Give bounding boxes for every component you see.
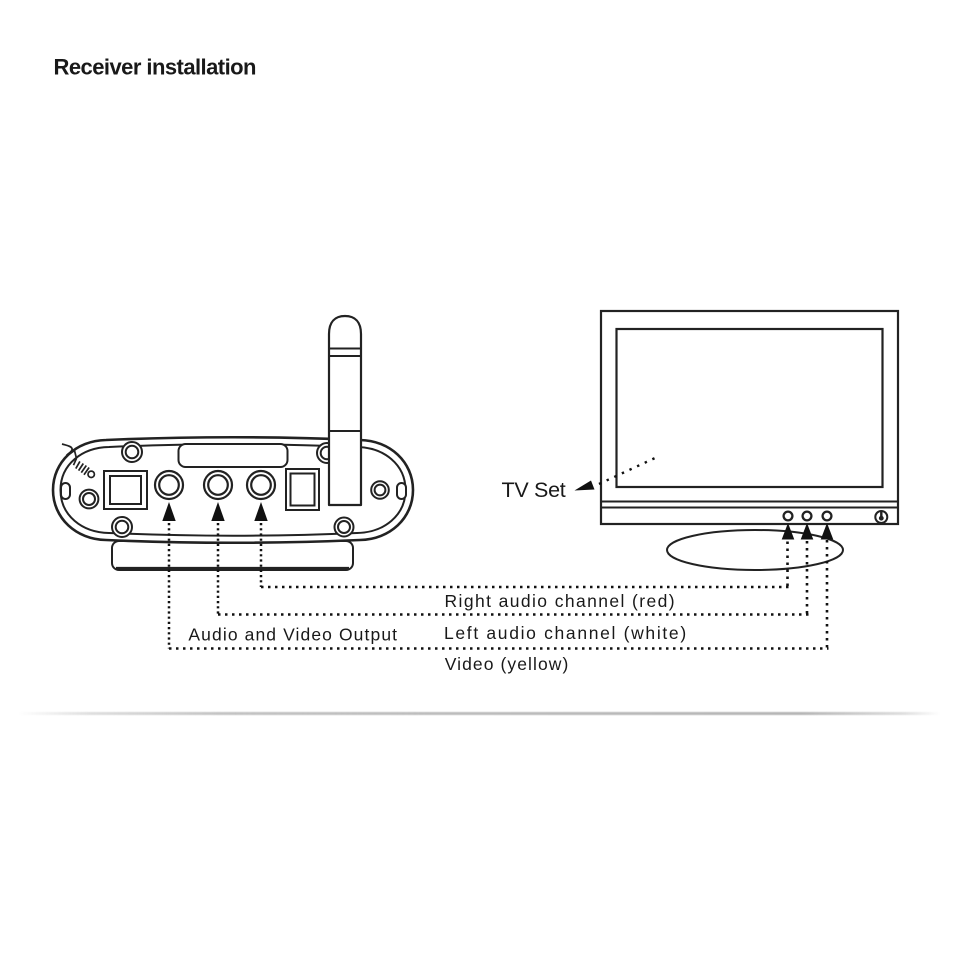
svg-text:Receiver installation: Receiver installation xyxy=(54,55,257,80)
svg-text:Right audio channel (red): Right audio channel (red) xyxy=(445,591,677,611)
svg-text:Video (yellow): Video (yellow) xyxy=(445,654,570,674)
svg-text:TV Set: TV Set xyxy=(502,478,566,502)
svg-text:Left audio channel (white): Left audio channel (white) xyxy=(444,623,688,643)
svg-text:Audio and Video Output: Audio and Video Output xyxy=(188,625,398,645)
